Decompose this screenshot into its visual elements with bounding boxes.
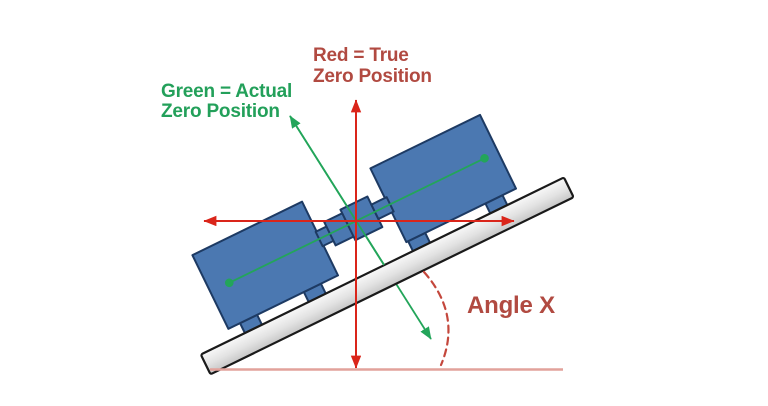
actual-zero-perpendicular-axis-top <box>289 115 385 266</box>
axis-endpoint-dot <box>224 278 234 288</box>
green-legend-line1: Green = Actual <box>161 81 292 102</box>
machine-assembly <box>191 113 575 375</box>
red-legend-line1: Red = True <box>313 45 409 66</box>
angle-arc <box>422 270 450 367</box>
axis-endpoint-dot <box>480 154 489 163</box>
angle-x-label: Angle X <box>467 292 555 319</box>
machine-base-rail <box>200 177 575 375</box>
red-legend-line2: Zero Position <box>313 66 432 87</box>
green-legend-line2: Zero Position <box>161 101 280 122</box>
